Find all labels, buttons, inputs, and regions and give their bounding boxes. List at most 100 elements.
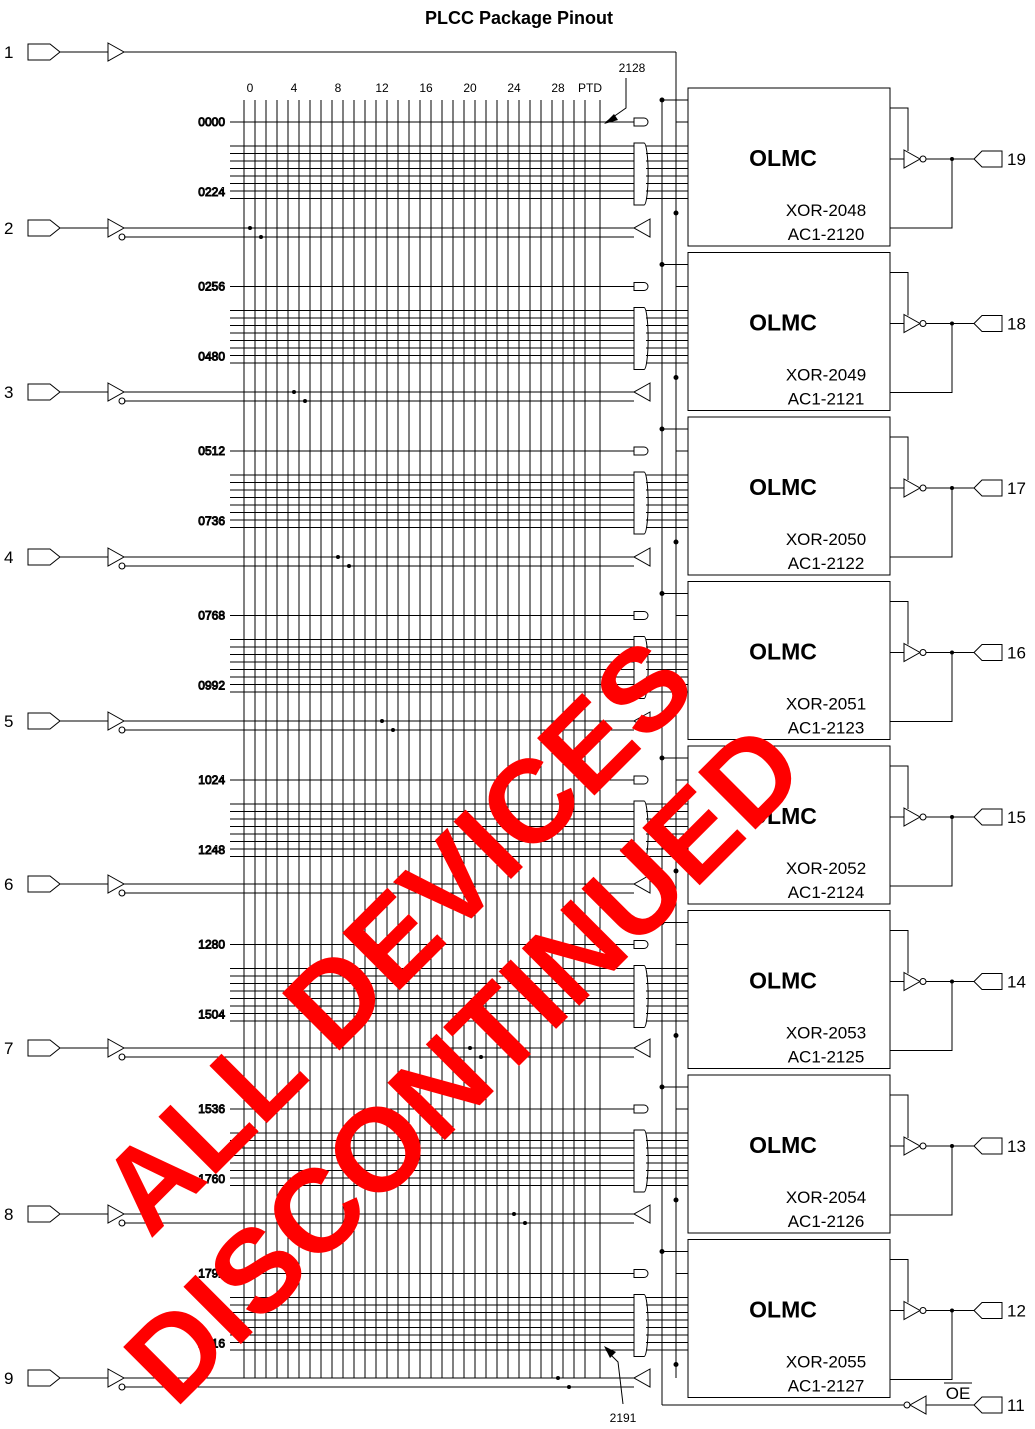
oe-wire bbox=[890, 272, 909, 316]
feedback-wire bbox=[890, 652, 953, 722]
column-label: 12 bbox=[375, 81, 389, 95]
output-pad bbox=[973, 479, 1003, 497]
junction-dot bbox=[468, 1046, 472, 1050]
olmc-box bbox=[687, 1074, 891, 1234]
junction-dot bbox=[424, 882, 428, 886]
ac1-fuse-label: AC1-2122 bbox=[788, 554, 865, 573]
or-gate-stack bbox=[633, 1129, 649, 1193]
junction-dot bbox=[523, 1221, 527, 1225]
input-buffer bbox=[107, 42, 126, 62]
row-label-first: 0512 bbox=[198, 444, 225, 458]
inverter-bubble bbox=[919, 1142, 927, 1150]
and-gate bbox=[633, 117, 649, 127]
inverter-bubble bbox=[919, 649, 927, 656]
and-gate bbox=[633, 775, 649, 785]
input-pin-6: 6 bbox=[4, 874, 651, 897]
ac1-fuse-label: AC1-2126 bbox=[788, 1212, 865, 1231]
olmc-box bbox=[687, 910, 891, 1069]
junction-dot bbox=[380, 719, 384, 723]
feedback-buffer bbox=[632, 1368, 651, 1388]
oe-pin-number: 11 bbox=[1007, 1396, 1025, 1415]
fuse-array-grid: 0000022402560480051207360768099210241248… bbox=[198, 52, 688, 1378]
row-label-first: 1792 bbox=[198, 1267, 225, 1281]
output-pin-number: 15 bbox=[1007, 808, 1026, 827]
feedback-buffer bbox=[632, 382, 651, 402]
junction-dot bbox=[391, 728, 395, 732]
column-label: 28 bbox=[551, 81, 565, 95]
or-gate-stack bbox=[633, 307, 649, 370]
output-buffer bbox=[903, 1300, 922, 1321]
olmc-label: OLMC bbox=[749, 639, 817, 665]
inverter-bubble bbox=[919, 813, 927, 821]
inverter-bubble bbox=[919, 320, 927, 327]
input-buffer bbox=[107, 1038, 126, 1058]
row-label-first: 0000 bbox=[198, 115, 225, 129]
feedback-buffer bbox=[632, 1038, 651, 1058]
and-gate bbox=[633, 446, 649, 456]
ac1-fuse-label: AC1-2127 bbox=[788, 1377, 865, 1396]
olmc-box bbox=[687, 581, 891, 740]
olmc-label: OLMC bbox=[749, 145, 817, 171]
oe-wire bbox=[890, 436, 909, 480]
feedback-buffer bbox=[632, 218, 651, 238]
and-gate bbox=[633, 940, 649, 949]
or-gate-stack bbox=[633, 1294, 649, 1357]
output-pin-number: 18 bbox=[1007, 315, 1026, 334]
input-pin-number: 4 bbox=[4, 548, 13, 567]
junction-dot bbox=[259, 235, 263, 239]
pin-pad bbox=[27, 548, 61, 566]
and-gate bbox=[633, 611, 649, 620]
top-ref-label: 2128 bbox=[619, 61, 646, 75]
feedback-wire bbox=[890, 1310, 953, 1380]
input-pin-number: 8 bbox=[4, 1205, 13, 1224]
output-pad bbox=[973, 808, 1003, 826]
output-buffer bbox=[903, 1136, 922, 1156]
oe-wire bbox=[890, 930, 909, 974]
junction-dot bbox=[556, 1376, 560, 1380]
inverter-bubble bbox=[919, 484, 927, 492]
xor-fuse-label: XOR-2053 bbox=[786, 1024, 866, 1043]
output-buffer bbox=[903, 149, 922, 169]
output-pad bbox=[973, 1137, 1003, 1155]
input-buffer bbox=[107, 218, 126, 238]
bottom-ref-arrowhead bbox=[604, 1346, 616, 1358]
row-label-last: 1248 bbox=[198, 843, 225, 857]
oe-pad bbox=[973, 1396, 1003, 1414]
junction-dot bbox=[512, 1212, 516, 1216]
or-gate-stack bbox=[633, 142, 649, 206]
output-pad bbox=[973, 973, 1003, 990]
feedback-wire bbox=[890, 817, 953, 887]
input-pin-number: 2 bbox=[4, 219, 13, 238]
inverter-bubble bbox=[919, 978, 927, 985]
top-ref-arrowhead bbox=[604, 114, 618, 124]
olmc-box bbox=[687, 252, 891, 411]
ac1-fuse-label: AC1-2120 bbox=[788, 225, 865, 244]
input-buffer bbox=[107, 874, 126, 894]
output-pad bbox=[973, 315, 1003, 332]
row-label-first: 1024 bbox=[198, 773, 225, 787]
and-gate bbox=[633, 1104, 649, 1114]
column-label: 20 bbox=[463, 81, 477, 95]
input-pin-3: 3 bbox=[4, 382, 651, 405]
input-pin-5: 5 bbox=[4, 711, 651, 734]
xor-fuse-label: XOR-2048 bbox=[786, 201, 866, 220]
column-label: 4 bbox=[291, 81, 298, 95]
row-label-last: 2016 bbox=[198, 1337, 225, 1351]
feedback-wire bbox=[890, 1146, 953, 1216]
output-pad bbox=[973, 644, 1003, 661]
pin-pad bbox=[27, 1039, 61, 1057]
junction-dot bbox=[567, 1385, 571, 1389]
feedback-wire bbox=[890, 488, 953, 558]
oe-wire bbox=[890, 765, 909, 809]
pin-pad bbox=[27, 712, 61, 730]
input-pin-7: 7 bbox=[4, 1038, 651, 1061]
column-label: 8 bbox=[335, 81, 342, 95]
output-pin-number: 16 bbox=[1007, 644, 1026, 663]
